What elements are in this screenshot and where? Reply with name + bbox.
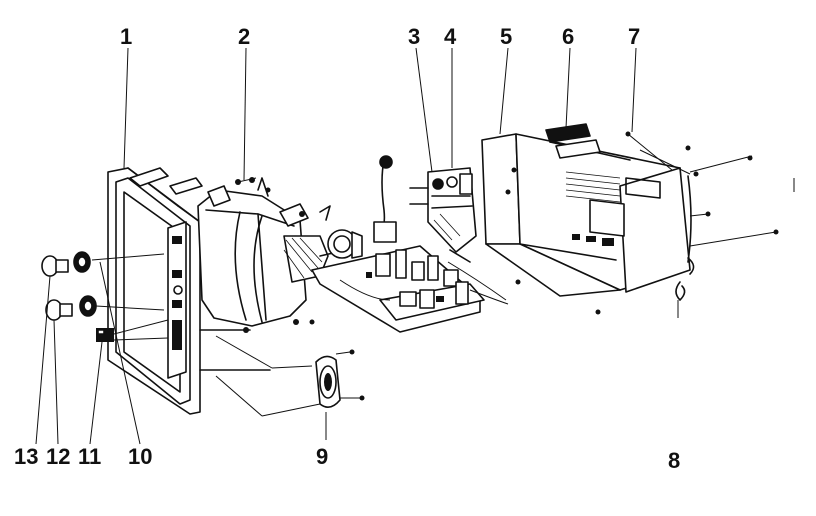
callout-label-6: 6 [562, 24, 575, 49]
callout-label-1: 1 [120, 24, 133, 49]
part-yoke-assembly [327, 229, 363, 259]
callout-label-11: 11 [78, 444, 102, 469]
part-front-knobs [35, 251, 169, 445]
callout-label-4: 4 [444, 24, 457, 49]
callout-leaders [123, 47, 637, 181]
callout-label-10: 10 [128, 444, 153, 469]
part-picture-tube [197, 177, 347, 333]
callout-label-8: 8 [668, 448, 681, 473]
callout-label-7: 7 [628, 24, 641, 49]
callout-label-3: 3 [408, 24, 421, 49]
callout-label-9: 9 [316, 444, 329, 469]
part-cable-clip [675, 257, 695, 318]
part-main-chassis [311, 155, 509, 333]
part-rear-screws [505, 131, 795, 315]
callout-label-13: 13 [14, 444, 39, 469]
callout-label-2: 2 [238, 24, 251, 49]
callout-label-5: 5 [500, 24, 513, 49]
part-tuner-bracket [409, 167, 477, 263]
part-front-bezel [107, 167, 271, 415]
callout-label-12: 12 [46, 444, 71, 469]
part-rear-cabinet [481, 123, 692, 297]
part-speaker [215, 335, 365, 440]
